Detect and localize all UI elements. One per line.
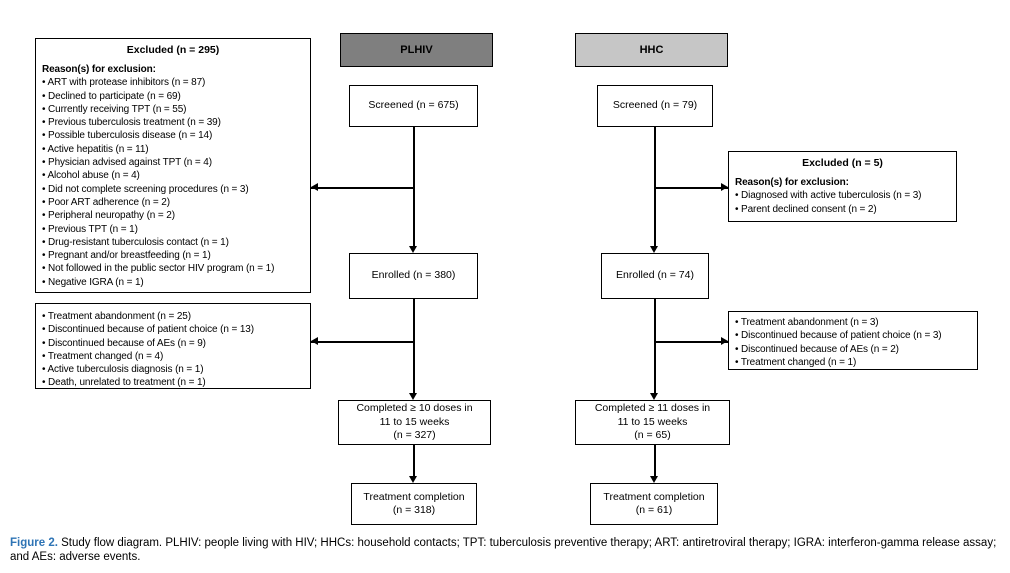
bullet-reason-item: • Discontinued because of patient choice… (42, 324, 254, 336)
screened-plhiv-label: Screened (n = 675) (368, 99, 459, 112)
figure-caption-text: Study flow diagram. PLHIV: people living… (10, 537, 997, 563)
hhc-header-label: HHC (639, 44, 664, 56)
bullet-reason-item: • Diagnosed with active tuberculosis (n … (735, 190, 922, 202)
bullet-reason-item: • Previous TPT (n = 1) (42, 223, 138, 235)
flow-line-hhc-screened-enrolled (654, 127, 656, 246)
arrowhead-down-plhiv-enrolled (409, 246, 417, 253)
completed-hhc-box: Completed ≥ 11 doses in 11 to 15 weeks (… (575, 400, 730, 445)
enrolled-hhc-label: Enrolled (n = 74) (616, 269, 694, 282)
screened-hhc-label: Screened (n = 79) (612, 99, 698, 112)
discontinued-hhc-box: • Treatment abandonment (n = 3) • Discont… (728, 311, 978, 370)
completion-hhc-box: Treatment completion (n = 61) (590, 483, 718, 525)
completion-hhc-line2: (n = 61) (635, 504, 673, 516)
plhiv-header-label: PLHIV (400, 44, 433, 56)
excluded-hhc-reasons-list: • Diagnosed with active tuberculosis (n … (735, 189, 950, 216)
completion-plhiv-line2: (n = 318) (392, 504, 436, 516)
completed-plhiv-box: Completed ≥ 10 doses in 11 to 15 weeks (… (338, 400, 491, 445)
arrowhead-down-hhc-completed (650, 393, 658, 400)
figure-caption: Figure 2. Study flow diagram. PLHIV: peo… (10, 536, 1002, 564)
bullet-reason-item: • Death, unrelated to treatment (n = 1) (42, 377, 206, 389)
enrolled-plhiv-box: Enrolled (n = 380) (349, 253, 478, 299)
discontinued-hhc-reasons-list: • Treatment abandonment (n = 3) • Discont… (735, 316, 971, 369)
screened-hhc-box: Screened (n = 79) (597, 85, 713, 127)
completed-plhiv-line3: (n = 327) (393, 429, 436, 442)
flow-line-hhc-excluded-branch (654, 187, 728, 189)
completed-hhc-line1: Completed ≥ 11 doses in (594, 402, 711, 415)
flow-line-plhiv-enrolled-completed (413, 299, 415, 393)
bullet-reason-item: • Discontinued because of AEs (n = 9) (42, 337, 206, 349)
screened-plhiv-box: Screened (n = 675) (349, 85, 478, 127)
bullet-reason-item: • Active tuberculosis diagnosis (n = 1) (42, 364, 204, 376)
enrolled-hhc-box: Enrolled (n = 74) (601, 253, 709, 299)
bullet-reason-item: • Treatment changed (n = 4) (42, 350, 164, 362)
bullet-reason-item: • Declined to participate (n = 69) (42, 90, 181, 102)
excluded-plhiv-title: Excluded (n = 295) (126, 44, 220, 56)
bullet-reason-item: • Peripheral neuropathy (n = 2) (42, 210, 175, 222)
excluded-hhc-subtitle: Reason(s) for exclusion: (735, 177, 849, 188)
excluded-plhiv-box: Excluded (n = 295) Reason(s) for exclusi… (35, 38, 311, 293)
completion-hhc-line1: Treatment completion (603, 490, 705, 503)
arrowhead-left-plhiv-discontinued (311, 337, 318, 345)
bullet-reason-item: • Discontinued because of patient choice… (735, 330, 942, 342)
bullet-reason-item: • Pregnant and/or breastfeeding (n = 1) (42, 250, 211, 262)
completed-plhiv-line1: Completed ≥ 10 doses in (356, 402, 473, 415)
hhc-header: HHC (575, 33, 728, 67)
bullet-reason-item: • Physician advised against TPT (n = 4) (42, 157, 212, 169)
completed-plhiv-line2: 11 to 15 weeks (379, 415, 450, 428)
discontinued-plhiv-reasons-list: • Treatment abandonment (n = 25) • Discon… (42, 310, 304, 390)
completed-hhc-line3: (n = 65) (634, 429, 671, 442)
arrowhead-down-plhiv-completed (409, 393, 417, 400)
flow-line-plhiv-excluded-branch (311, 187, 413, 189)
excluded-plhiv-reasons-list: • ART with protease inhibitors (n = 87)•… (42, 76, 304, 289)
bullet-reason-item: • Discontinued because of AEs (n = 2) (735, 343, 899, 355)
excluded-plhiv-subtitle: Reason(s) for exclusion: (42, 64, 156, 75)
completion-plhiv-line1: Treatment completion (363, 490, 465, 503)
bullet-reason-item: • Parent declined consent (n = 2) (735, 203, 877, 215)
discontinued-plhiv-box: • Treatment abandonment (n = 25) • Discon… (35, 303, 311, 389)
bullet-reason-item: • Negative IGRA (n = 1) (42, 276, 144, 288)
bullet-reason-item: • Previous tuberculosis treatment (n = 3… (42, 117, 221, 129)
excluded-hhc-title: Excluded (n = 5) (802, 157, 883, 169)
completed-hhc-line2: 11 to 15 weeks (617, 415, 688, 428)
bullet-reason-item: • Possible tuberculosis disease (n = 14) (42, 130, 213, 142)
completion-plhiv-box: Treatment completion (n = 318) (351, 483, 477, 525)
flow-line-hhc-completed-completion (654, 445, 656, 476)
bullet-reason-item: • Treatment changed (n = 1) (735, 356, 857, 368)
bullet-reason-item: • Not followed in the public sector HIV … (42, 263, 275, 275)
arrowhead-left-plhiv-excluded (311, 183, 318, 191)
bullet-reason-item: • Alcohol abuse (n = 4) (42, 170, 140, 182)
bullet-reason-item: • Treatment abandonment (n = 3) (735, 317, 879, 328)
excluded-hhc-box: Excluded (n = 5) Reason(s) for exclusion… (728, 151, 957, 222)
arrowhead-down-plhiv-completion (409, 476, 417, 483)
flow-line-plhiv-discontinued-branch (311, 341, 413, 343)
flow-line-hhc-enrolled-completed (654, 299, 656, 393)
bullet-reason-item: • Active hepatitis (n = 11) (42, 143, 149, 155)
bullet-reason-item: • ART with protease inhibitors (n = 87) (42, 77, 206, 89)
flow-line-plhiv-screened-enrolled (413, 127, 415, 246)
bullet-reason-item: • Did not complete screening procedures … (42, 183, 249, 195)
arrowhead-down-hhc-enrolled (650, 246, 658, 253)
bullet-reason-item: • Treatment abandonment (n = 25) (42, 311, 191, 322)
figure-caption-label: Figure 2. (10, 537, 58, 549)
plhiv-header: PLHIV (340, 33, 493, 67)
arrowhead-down-hhc-completion (650, 476, 658, 483)
bullet-reason-item: • Drug-resistant tuberculosis contact (n… (42, 236, 229, 248)
bullet-reason-item: • Currently receiving TPT (n = 55) (42, 103, 187, 115)
flow-line-plhiv-completed-completion (413, 445, 415, 476)
flow-line-hhc-discontinued-branch (654, 341, 728, 343)
enrolled-plhiv-label: Enrolled (n = 380) (371, 269, 456, 282)
arrowhead-right-hhc-discontinued (721, 337, 728, 345)
bullet-reason-item: • Poor ART adherence (n = 2) (42, 196, 170, 208)
arrowhead-right-hhc-excluded (721, 183, 728, 191)
